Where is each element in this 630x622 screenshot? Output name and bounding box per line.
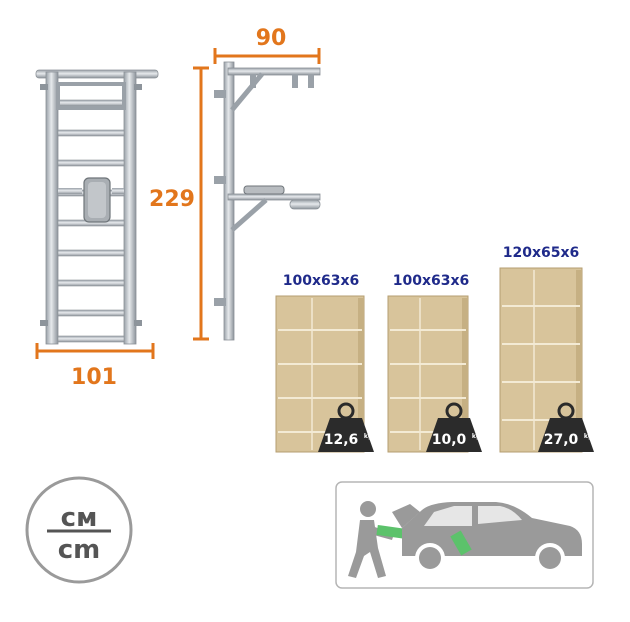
width-dimension: 101 bbox=[35, 343, 155, 390]
units-badge-bottom: cm bbox=[58, 535, 101, 565]
package-weight-unit: kg bbox=[584, 433, 592, 440]
package-size-label: 100x63x6 bbox=[283, 273, 360, 289]
package-size-label: 120x65x6 bbox=[503, 245, 580, 261]
package-size-label: 100x63x6 bbox=[393, 273, 470, 289]
units-badge: см cm bbox=[25, 476, 133, 584]
ladder-rung bbox=[57, 159, 125, 167]
ladder-rung bbox=[57, 279, 125, 287]
ladder-rung bbox=[57, 249, 125, 257]
height-value: 229 bbox=[149, 187, 195, 212]
front-view-wall-bars bbox=[35, 69, 159, 345]
package-1: 100x63x6 12,6 kg bbox=[275, 273, 374, 453]
side-view-wall-bars bbox=[214, 61, 321, 341]
height-dimension: 229 bbox=[149, 66, 209, 341]
package-3: 120x65x6 27,0 kg bbox=[499, 245, 594, 453]
package-icon bbox=[376, 524, 408, 540]
package-in-car-icon bbox=[450, 530, 472, 556]
depth-value: 90 bbox=[256, 26, 287, 51]
car-icon bbox=[392, 502, 582, 573]
package-weight-unit: kg bbox=[472, 433, 480, 440]
person-icon bbox=[348, 501, 394, 578]
package-2: 100x63x6 10,0 kg bbox=[387, 273, 482, 453]
width-value: 101 bbox=[71, 365, 117, 390]
ladder-rung bbox=[57, 99, 125, 107]
package-weight: 27,0 bbox=[544, 432, 579, 448]
depth-dimension: 90 bbox=[213, 26, 321, 64]
weight-icon: 27,0 kg bbox=[538, 402, 594, 452]
ladder-rung bbox=[57, 129, 125, 137]
ladder-rung bbox=[57, 335, 125, 343]
weight-icon: 10,0 kg bbox=[426, 402, 482, 452]
car-transport-panel bbox=[335, 481, 594, 589]
package-weight-unit: kg bbox=[364, 433, 372, 440]
package-weight: 10,0 bbox=[432, 432, 467, 448]
weight-icon: 12,6 kg bbox=[318, 402, 374, 452]
ladder-rung bbox=[57, 309, 125, 317]
units-badge-top: см bbox=[61, 503, 98, 533]
package-weight: 12,6 bbox=[324, 432, 359, 448]
